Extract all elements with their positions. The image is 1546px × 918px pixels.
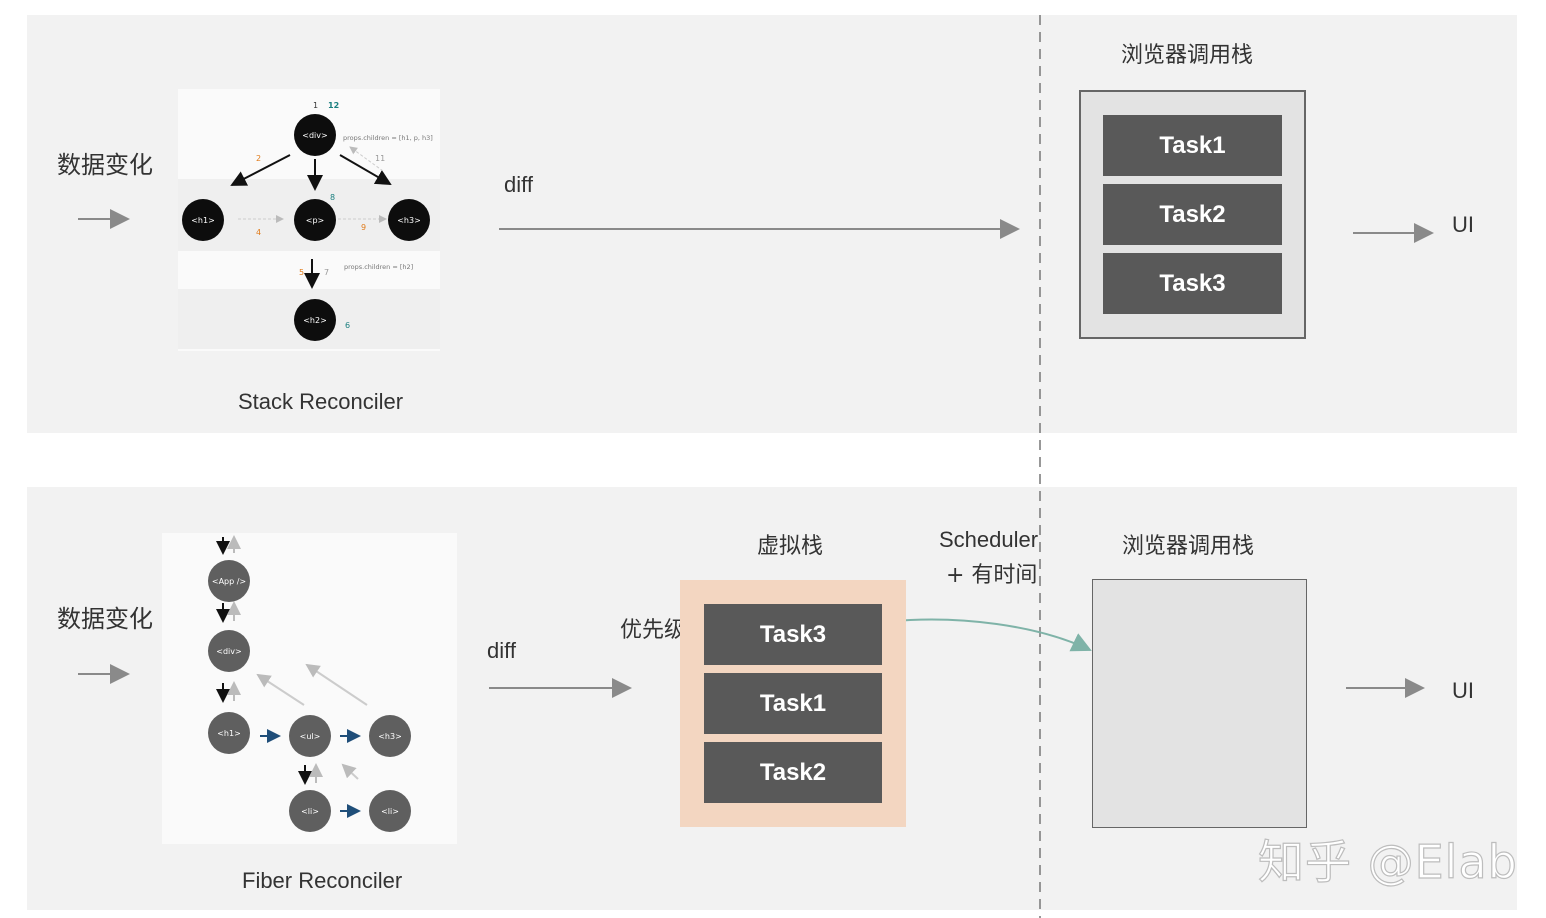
node-ul: <ul> [300, 732, 321, 741]
top-browser-stack-title: 浏览器调用栈 [1121, 43, 1254, 68]
props-annotation: props.children = [h1, p, h3] [343, 134, 433, 142]
priority-label: 优先级 [620, 618, 687, 643]
virtual-task-3: Task3 [704, 604, 882, 665]
node-div: <div> [302, 131, 327, 140]
node-p: <p> [306, 216, 324, 225]
step-number: 2 [256, 154, 261, 163]
step-number: 7 [324, 268, 329, 277]
top-task-1: Task1 [1103, 115, 1282, 176]
step-number: 12 [328, 101, 339, 110]
stack-tree-diagram: <div> <h1> <p> <h3> <h2> 1 12 2 8 4 9 5 … [178, 101, 440, 349]
top-ui-label: UI [1452, 212, 1474, 237]
node-h3: <h3> [378, 732, 402, 741]
node-app: <App /> [212, 577, 246, 586]
bottom-diff-label: diff [487, 638, 516, 663]
node-li: <li> [381, 807, 399, 816]
top-diff-label: diff [504, 172, 533, 197]
step-number: 6 [345, 321, 350, 330]
fiber-reconciler-label: Fiber Reconciler [242, 868, 403, 893]
fiber-tree-thumbnail: <App /> <div> <h1> <ul> <h3> <li> <li> [162, 533, 457, 844]
stack-tree-thumbnail: <div> <h1> <p> <h3> <h2> 1 12 2 8 4 9 5 … [178, 89, 440, 351]
bottom-data-change-label: 数据变化 [57, 605, 153, 633]
watermark: 知乎 @Elab [1257, 834, 1518, 889]
scheduler-arrow [882, 618, 1092, 652]
step-number: 1 [313, 101, 318, 110]
step-number: 8 [330, 193, 335, 202]
node-li: <li> [301, 807, 319, 816]
stack-reconciler-label: Stack Reconciler [238, 389, 404, 414]
node-h1: <h1> [217, 729, 241, 738]
node-div: <div> [216, 647, 241, 656]
props-annotation: props.children = [h2] [344, 263, 413, 271]
node-h3: <h3> [397, 216, 421, 225]
bottom-browser-call-stack [1092, 579, 1307, 828]
step-number: 5 [299, 268, 304, 277]
node-h1: <h1> [191, 216, 215, 225]
step-number: 9 [361, 223, 366, 232]
scheduler-time-label: + 有时间 [946, 563, 1038, 588]
node-h2: <h2> [303, 316, 327, 325]
virtual-task-1: Task1 [704, 673, 882, 734]
top-task-2: Task2 [1103, 184, 1282, 245]
fiber-tree-diagram: <App /> <div> <h1> <ul> <h3> <li> <li> [208, 535, 411, 832]
bottom-browser-stack-title: 浏览器调用栈 [1122, 534, 1255, 559]
step-number: 4 [256, 228, 261, 237]
scheduler-label: Scheduler [939, 527, 1039, 552]
step-number: 11 [375, 154, 385, 163]
virtual-task-2: Task2 [704, 742, 882, 803]
bottom-ui-label: UI [1452, 678, 1474, 703]
virtual-stack-title: 虚拟栈 [757, 534, 824, 559]
top-task-3: Task3 [1103, 253, 1282, 314]
top-data-change-label: 数据变化 [57, 151, 153, 179]
